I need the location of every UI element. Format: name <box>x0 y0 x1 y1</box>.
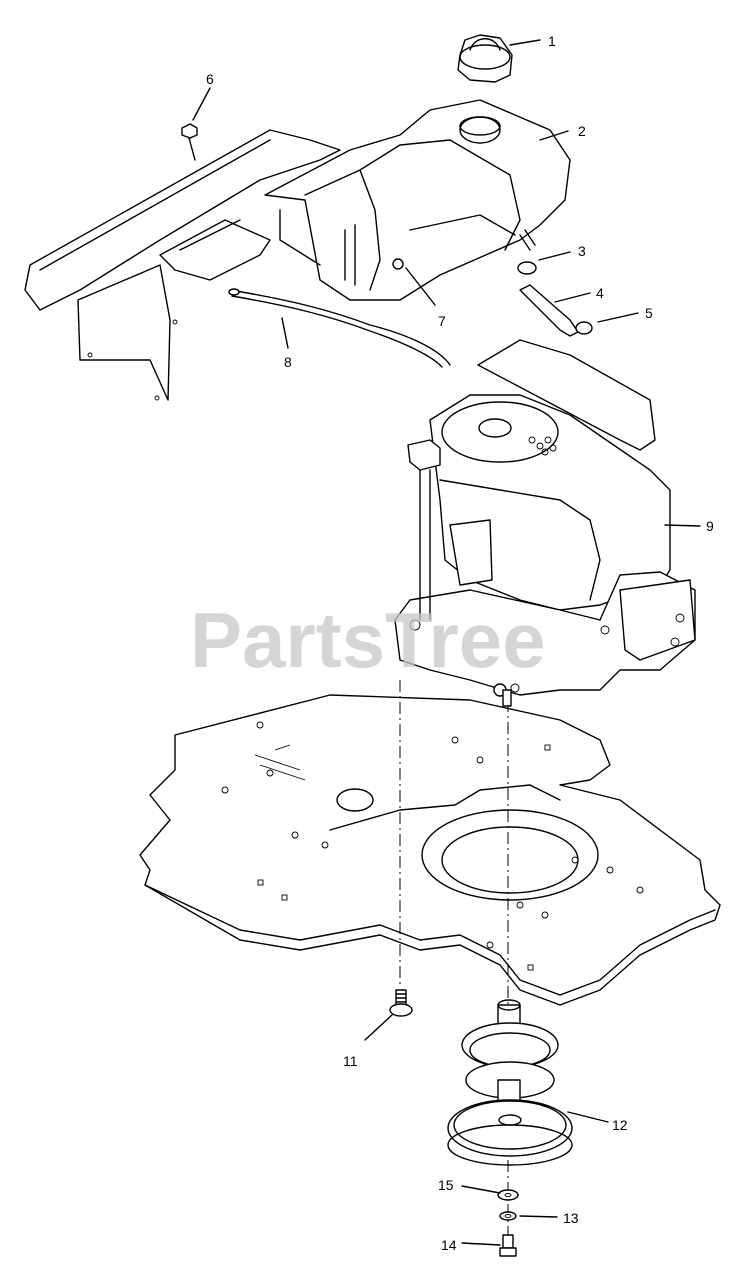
callout-5: 5 <box>645 305 653 321</box>
callout-6: 6 <box>206 71 214 87</box>
dash-panel <box>24 129 341 401</box>
callout-7: 7 <box>438 313 446 329</box>
washer-15 <box>497 1189 519 1201</box>
callout-4: 4 <box>596 285 604 301</box>
callout-14: 14 <box>441 1237 457 1253</box>
lock-washer-13 <box>499 1211 517 1221</box>
callout-13: 13 <box>563 1210 579 1226</box>
hose-and-clamps <box>517 261 593 337</box>
callout-11: 11 <box>343 1053 358 1069</box>
callout-8: 8 <box>284 354 292 370</box>
fuel-cap <box>457 34 513 83</box>
leader-lines <box>192 39 701 1246</box>
watermark: PartsTree <box>190 596 546 684</box>
callout-1: 1 <box>548 33 556 49</box>
callout-3: 3 <box>578 243 586 259</box>
callout-15: 15 <box>438 1177 454 1193</box>
screw-6 <box>181 123 198 161</box>
engine <box>394 339 696 707</box>
callout-9: 9 <box>706 518 714 534</box>
fuel-line <box>228 288 451 368</box>
pulley-assembly <box>447 999 573 1166</box>
deck-plate <box>139 694 721 1006</box>
bolt-11 <box>389 989 413 1017</box>
callout-12: 12 <box>612 1117 628 1133</box>
bolt-14 <box>499 1234 517 1257</box>
fuel-tank <box>264 99 571 301</box>
callout-2: 2 <box>578 123 586 139</box>
callout-labels: 1 2 3 4 5 6 7 8 9 11 12 13 14 15 <box>206 33 714 1253</box>
